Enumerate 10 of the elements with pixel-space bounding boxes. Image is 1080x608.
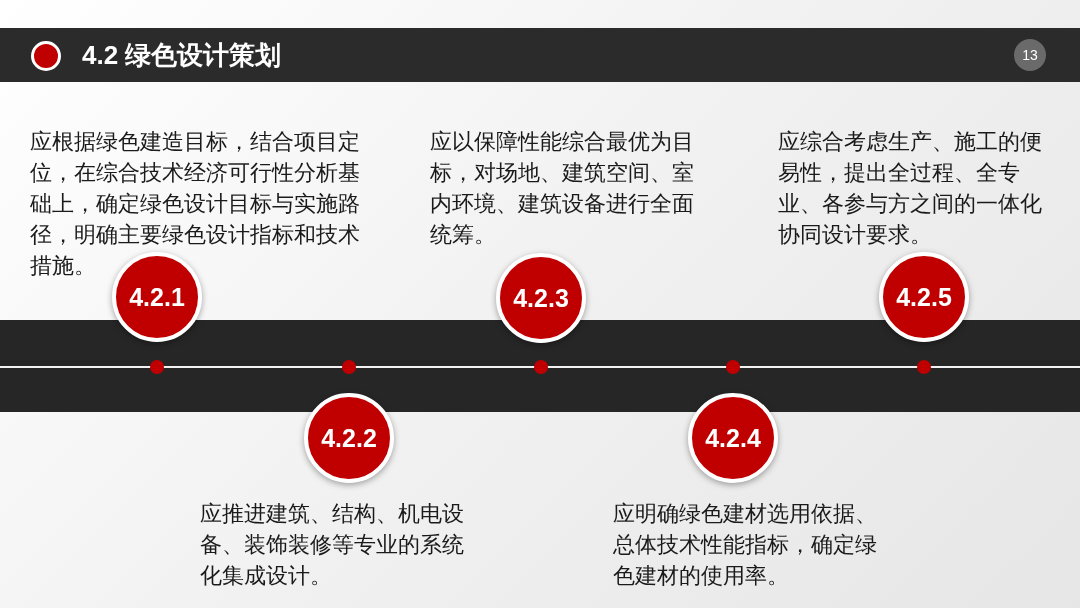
milestone-circle: 4.2.2 xyxy=(304,393,394,483)
milestone-circle: 4.2.1 xyxy=(112,252,202,342)
milestone-description: 应综合考虑生产、施工的便易性，提出全过程、全专业、各参与方之间的一体化协同设计要求。 xyxy=(778,128,1043,249)
milestone-circle: 4.2.4 xyxy=(688,393,778,483)
slide-title: 4.2 绿色设计策划 xyxy=(82,39,282,72)
milestone-circle: 4.2.3 xyxy=(496,253,586,343)
milestone-description: 应推进建筑、结构、机电设备、装饰装修等专业的系统化集成设计。 xyxy=(200,500,465,590)
milestone-description: 应明确绿色建材选用依据、总体技术性能指标，确定绿色建材的使用率。 xyxy=(613,500,878,590)
milestone-circle: 4.2.5 xyxy=(879,252,969,342)
milestone-description: 应以保障性能综合最优为目标，对场地、建筑空间、室内环境、建筑设备进行全面统筹。 xyxy=(430,128,695,249)
